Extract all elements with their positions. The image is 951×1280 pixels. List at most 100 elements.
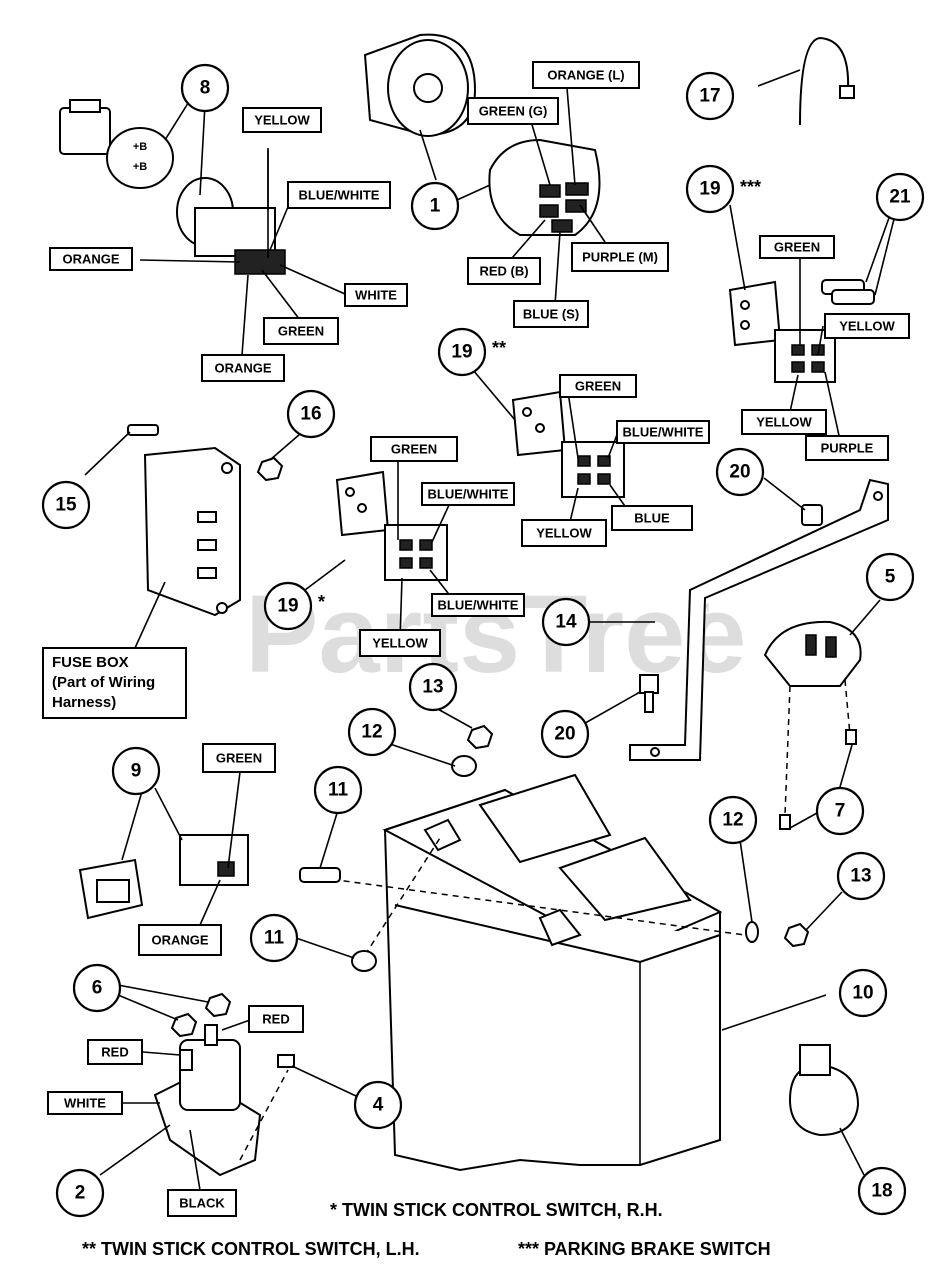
label-pb-purple: PURPLE <box>805 435 889 461</box>
svg-text:WHITE: WHITE <box>64 1096 106 1111</box>
svg-text:(Part of Wiring: (Part of Wiring <box>52 674 155 691</box>
screw-15-part <box>127 424 159 436</box>
reverse-switch-part <box>78 834 249 920</box>
callout-15: 15 <box>41 480 91 530</box>
label-ign-orange-l: ORANGE (L) <box>532 61 640 89</box>
callout-17: 17 <box>685 71 735 121</box>
svg-text:10: 10 <box>852 983 873 1004</box>
washer-12a-part <box>451 755 477 777</box>
nut-13b-part <box>783 922 810 948</box>
bolt-20b-part <box>639 674 659 694</box>
callout-12b: 12 <box>708 795 758 845</box>
nut-13a-part <box>466 724 494 750</box>
marker-triple: *** <box>740 177 761 197</box>
parking-brake-switch-part <box>728 280 836 383</box>
footnote-lh: ** TWIN STICK CONTROL SWITCH, L.H. <box>82 1239 420 1259</box>
svg-text:11: 11 <box>328 780 349 801</box>
svg-text:BLUE (S): BLUE (S) <box>523 307 579 322</box>
svg-text:RED: RED <box>101 1045 128 1060</box>
footnote-pb: *** PARKING BRAKE SWITCH <box>518 1239 771 1259</box>
svg-text:BLUE/WHITE: BLUE/WHITE <box>438 598 519 613</box>
callout-19-rh: 19 <box>263 581 313 631</box>
clamp-tab <box>799 1044 831 1076</box>
label-pb-yellow-2: YELLOW <box>741 409 827 435</box>
pto-knob-text-2: +B <box>133 161 147 173</box>
svg-text:8: 8 <box>200 78 211 99</box>
fuse-box-note: FUSE BOX (Part of Wiring Harness) <box>42 647 187 719</box>
callout-13a: 13 <box>408 662 458 712</box>
svg-text:GREEN: GREEN <box>278 324 324 339</box>
svg-text:7: 7 <box>835 801 846 822</box>
label-sol-black: BLACK <box>167 1189 237 1217</box>
label-ign-purple-m: PURPLE (M) <box>571 242 669 272</box>
circuit-breaker-part <box>763 620 862 816</box>
callout-10: 10 <box>838 968 888 1018</box>
svg-text:4: 4 <box>373 1095 384 1116</box>
svg-text:YELLOW: YELLOW <box>756 415 812 430</box>
svg-text:12: 12 <box>361 722 382 743</box>
svg-text:BLUE/WHITE: BLUE/WHITE <box>623 425 704 440</box>
svg-text:BLUE: BLUE <box>634 511 670 526</box>
label-pto-orange-2: ORANGE <box>201 354 285 382</box>
svg-text:20: 20 <box>729 462 750 483</box>
label-pto-yellow: YELLOW <box>242 107 322 133</box>
fuse-box-leader <box>134 581 166 649</box>
bolt-20b-shank <box>644 691 654 713</box>
screw-7b-part <box>845 729 857 745</box>
svg-text:9: 9 <box>131 761 142 782</box>
callout-5: 5 <box>865 552 915 602</box>
callout-9: 9 <box>111 746 161 796</box>
tie-strap-part <box>799 36 850 126</box>
label-rs-orange: ORANGE <box>138 924 222 956</box>
label-pto-orange-1: ORANGE <box>49 247 133 271</box>
callout-12a: 12 <box>347 707 397 757</box>
svg-text:Harness): Harness) <box>52 694 116 711</box>
callout-1: 1 <box>410 181 460 231</box>
svg-text:BLACK: BLACK <box>179 1196 225 1211</box>
svg-text:GREEN: GREEN <box>575 379 621 394</box>
label-rs-green: GREEN <box>202 743 276 773</box>
ignition-switch-part <box>363 33 601 236</box>
svg-text:FUSE BOX: FUSE BOX <box>52 654 129 671</box>
svg-text:YELLOW: YELLOW <box>839 319 895 334</box>
svg-text:21: 21 <box>889 187 911 208</box>
solenoid-part <box>153 1024 289 1177</box>
callout-7: 7 <box>815 786 865 836</box>
svg-text:RED (B): RED (B) <box>479 264 528 279</box>
label-lh-blue: BLUE <box>611 505 693 531</box>
svg-text:19: 19 <box>451 342 472 363</box>
label-rh-blue-white-2: BLUE/WHITE <box>431 593 525 617</box>
nut-6a-part <box>204 992 232 1018</box>
svg-text:GREEN: GREEN <box>391 442 437 457</box>
callout-20b: 20 <box>540 709 590 759</box>
label-pb-yellow-1: YELLOW <box>824 313 910 339</box>
bolt-11b-part <box>351 950 377 972</box>
callout-13b: 13 <box>836 851 886 901</box>
label-ign-green-g: GREEN (G) <box>467 97 559 125</box>
svg-text:GREEN: GREEN <box>774 240 820 255</box>
svg-text:BLUE/WHITE: BLUE/WHITE <box>299 188 380 203</box>
callout-8: 8 <box>180 63 230 113</box>
battery-bracket-part <box>629 478 889 761</box>
callout-11a: 11 <box>313 765 363 815</box>
callout-21: 21 <box>875 172 925 222</box>
svg-text:12: 12 <box>722 810 743 831</box>
nut-6b-part <box>170 1012 198 1038</box>
label-pb-green: GREEN <box>759 235 835 259</box>
svg-text:ORANGE: ORANGE <box>214 361 271 376</box>
callout-20a: 20 <box>715 447 765 497</box>
svg-text:WHITE: WHITE <box>355 288 397 303</box>
label-rh-yellow: YELLOW <box>359 629 441 657</box>
svg-text:19: 19 <box>277 596 298 617</box>
label-lh-blue-white: BLUE/WHITE <box>616 420 710 444</box>
label-pto-green: GREEN <box>263 317 339 345</box>
footnote-rh: * TWIN STICK CONTROL SWITCH, R.H. <box>330 1200 663 1220</box>
screw-7a-part <box>779 814 791 830</box>
screw-4-part <box>277 1054 295 1068</box>
svg-text:1: 1 <box>430 196 441 217</box>
svg-text:YELLOW: YELLOW <box>372 636 428 651</box>
svg-text:6: 6 <box>92 978 103 999</box>
battery-part <box>299 773 746 1172</box>
